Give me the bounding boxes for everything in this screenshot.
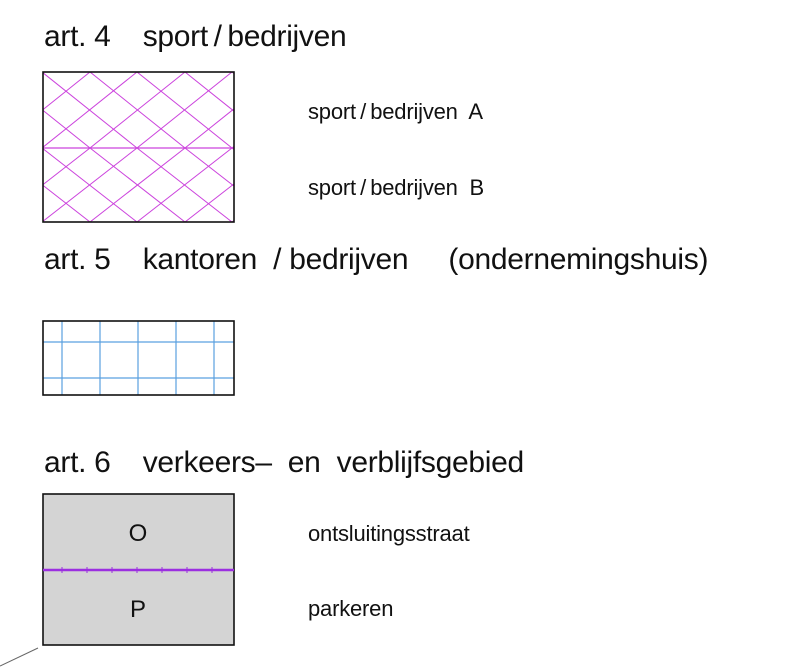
swatch-border <box>42 320 235 396</box>
hatch-pattern-b <box>43 148 234 222</box>
heading-art-4: art. 4 sport / bedrijven <box>44 20 347 53</box>
legend-label-ontsluitingsstraat: ontsluitingsstraat <box>308 521 470 546</box>
divider-ticks <box>61 567 213 573</box>
zone-code-o: O <box>129 520 148 547</box>
hatch-pattern-a <box>43 72 234 148</box>
zone-code-p: P <box>130 596 146 623</box>
heading-art-6: art. 6 verkeers– en verblijfsgebied <box>44 446 524 479</box>
stray-line <box>0 647 39 667</box>
legend-swatch-kantoren-bedrijven <box>42 320 235 396</box>
legend-swatch-verkeer-verblijf: O P <box>42 493 235 646</box>
grid-pattern <box>43 321 234 395</box>
heading-art-5: art. 5 kantoren / bedrijven (onderneming… <box>44 243 709 276</box>
swatch-border <box>42 71 235 223</box>
legend-label-sport-bedrijven-b: sport / bedrijven B <box>308 175 485 200</box>
legend-label-sport-bedrijven-a: sport / bedrijven A <box>308 99 483 124</box>
legend-swatch-sport-bedrijven <box>42 71 235 223</box>
legend-label-parkeren: parkeren <box>308 596 394 621</box>
